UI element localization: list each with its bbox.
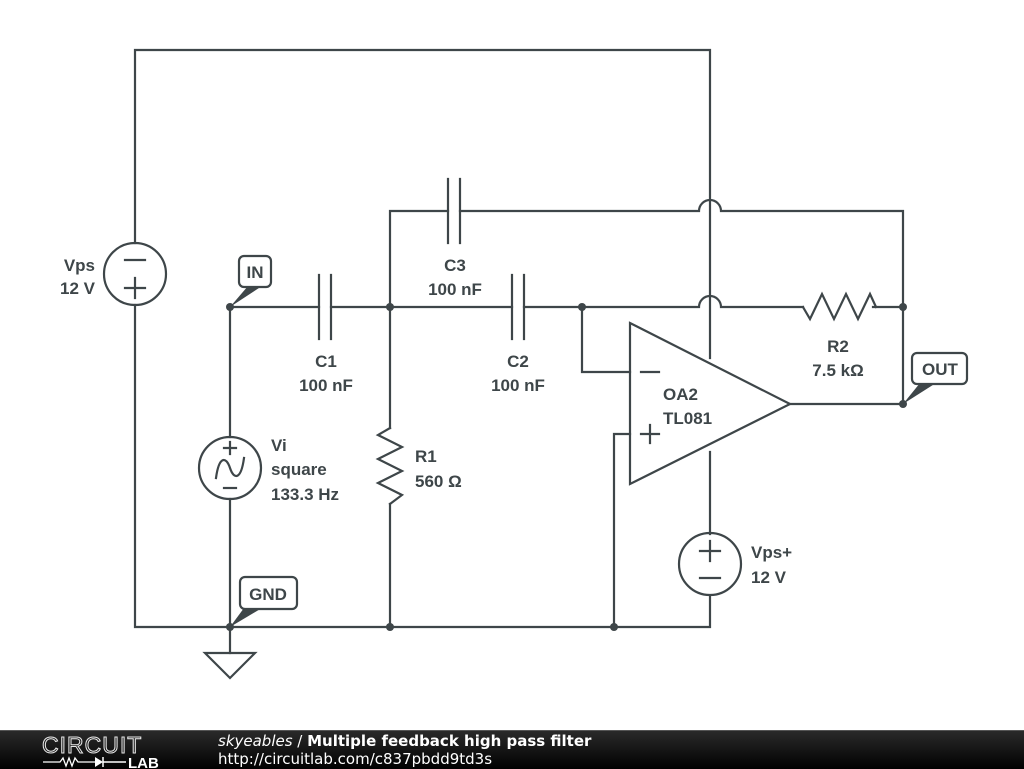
opamp-plus-icon xyxy=(639,423,661,445)
net-label-out-text: OUT xyxy=(922,360,959,379)
junction-node-b xyxy=(578,303,586,311)
component-vi[interactable]: Vi square 133.3 Hz xyxy=(197,435,339,504)
junction-gnd-r1 xyxy=(386,623,394,631)
junction-gnd-noninv xyxy=(610,623,618,631)
sine-wave-icon xyxy=(214,456,246,480)
c2-value-label: 100 nF xyxy=(491,376,545,395)
logo-circuit-text: CIRCUIT xyxy=(42,732,142,758)
component-c1[interactable]: C1 100 nF xyxy=(299,273,353,395)
r1-value-label: 560 Ω xyxy=(415,472,462,491)
wire-nodeb-inv xyxy=(580,305,632,374)
junction-node-c xyxy=(899,303,907,311)
resistor-mini-icon xyxy=(43,756,95,768)
plus-sign-icon xyxy=(222,440,238,456)
label-pointer-icon xyxy=(230,286,262,307)
vps-name-label: Vps xyxy=(64,256,95,275)
component-r1[interactable]: R1 560 Ω xyxy=(375,426,462,506)
c1-value-label: 100 nF xyxy=(299,376,353,395)
footer-bar: CIRCUIT LAB skyeables / Multiple feedbac… xyxy=(0,730,1024,769)
separator: / xyxy=(292,732,308,750)
component-vps[interactable]: Vps 12 V xyxy=(60,241,168,307)
label-pointer-icon xyxy=(230,608,262,627)
net-label-out[interactable]: OUT xyxy=(903,351,969,404)
wire-nodea-c3 xyxy=(388,209,450,309)
vi-name-label: Vi xyxy=(271,436,287,455)
plus-sign-icon xyxy=(698,539,722,563)
wire-vps-top-rail xyxy=(133,48,712,245)
vi-waveform-label: square xyxy=(271,460,327,479)
c2-name-label: C2 xyxy=(507,352,529,371)
ac-source-icon xyxy=(197,435,263,501)
footer-title: skyeables / Multiple feedback high pass … xyxy=(218,732,591,750)
author-link[interactable]: skyeables xyxy=(218,732,293,750)
dc-source-icon xyxy=(102,241,168,307)
component-oa2[interactable]: OA2 TL081 xyxy=(628,321,793,486)
capacitor-icon xyxy=(510,273,526,341)
wire-nodeb-r2 xyxy=(580,294,805,309)
circuit-title: Multiple feedback high pass filter xyxy=(307,732,592,750)
r2-name-label: R2 xyxy=(827,337,849,356)
circuit-url-link[interactable]: http://circuitlab.com/c837pbdd9td3s xyxy=(218,750,493,768)
net-label-gnd[interactable]: GND xyxy=(230,575,299,627)
c3-name-label: C3 xyxy=(444,256,466,275)
c1-name-label: C1 xyxy=(315,352,337,371)
label-box xyxy=(910,351,969,386)
net-label-in[interactable]: IN xyxy=(230,254,273,307)
junction-node-a xyxy=(386,303,394,311)
opamp-triangle-icon xyxy=(628,321,793,486)
diode-bar-icon xyxy=(102,757,126,767)
capacitor-icon xyxy=(317,273,333,341)
plus-sign-icon xyxy=(123,276,147,300)
vi-frequency-label: 133.3 Hz xyxy=(271,485,339,504)
ground-icon xyxy=(202,651,258,680)
capacitor-icon xyxy=(446,177,462,245)
resistor-icon xyxy=(801,291,878,322)
wire-vps-bottom xyxy=(133,303,232,629)
oa2-name-label: OA2 xyxy=(663,385,698,404)
wire-c3-out xyxy=(458,198,905,406)
component-c3[interactable]: C3 100 nF xyxy=(428,177,482,299)
vps-plus-value-label: 12 V xyxy=(751,568,787,587)
label-box xyxy=(237,254,273,289)
label-box xyxy=(238,575,299,611)
r2-value-label: 7.5 kΩ xyxy=(812,361,863,380)
logo-lab-text: LAB xyxy=(128,755,159,769)
component-c2[interactable]: C2 100 nF xyxy=(491,273,545,395)
wires xyxy=(133,48,905,655)
wire-ground-rail xyxy=(228,595,712,629)
circuitlab-logo[interactable]: CIRCUIT LAB xyxy=(40,731,180,769)
dc-source-icon xyxy=(677,531,743,597)
component-vps-plus[interactable]: Vps+ 12 V xyxy=(677,531,792,597)
net-label-gnd-text: GND xyxy=(249,585,287,604)
wire-noninv-gnd xyxy=(612,432,632,629)
r1-name-label: R1 xyxy=(415,447,437,466)
resistor-icon xyxy=(375,426,405,506)
c3-value-label: 100 nF xyxy=(428,280,482,299)
component-r2[interactable]: R2 7.5 kΩ xyxy=(801,291,878,380)
vps-value-label: 12 V xyxy=(60,279,96,298)
vps-plus-name-label: Vps+ xyxy=(751,543,792,562)
diode-mini-icon xyxy=(95,757,103,767)
oa2-part-label: TL081 xyxy=(663,409,712,428)
schematic-canvas: Vps 12 V Vi square 133.3 Hz C1 100 nF C2… xyxy=(60,48,969,680)
net-label-in-text: IN xyxy=(247,263,264,282)
label-pointer-icon xyxy=(903,383,936,404)
